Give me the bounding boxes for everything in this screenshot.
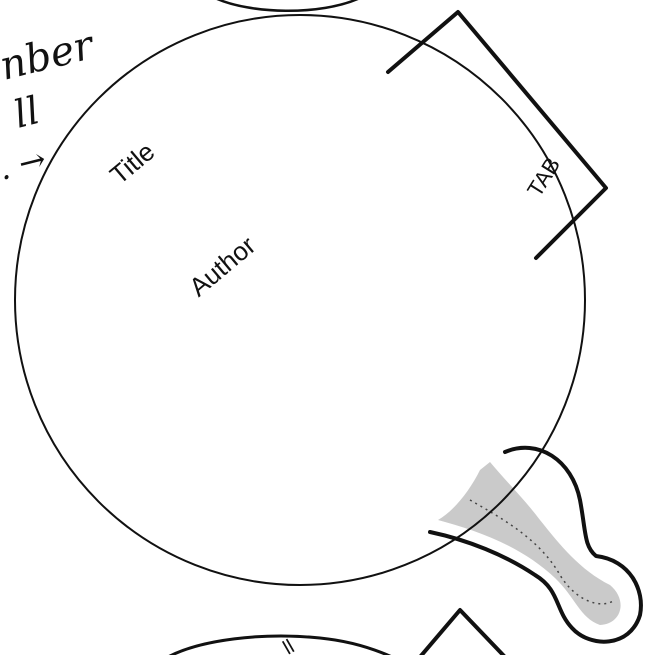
top-partial-circle-outline	[215, 0, 360, 11]
handwritten-line-2: ll	[10, 88, 44, 137]
bottom-partial-tab-outline	[420, 610, 505, 655]
handwritten-line-1: nber	[0, 22, 101, 90]
bottom-partial-fragment: ll	[280, 636, 299, 655]
title-label: Title	[104, 136, 160, 190]
author-label: Author	[183, 230, 261, 302]
tab-label: TAB	[522, 153, 565, 201]
